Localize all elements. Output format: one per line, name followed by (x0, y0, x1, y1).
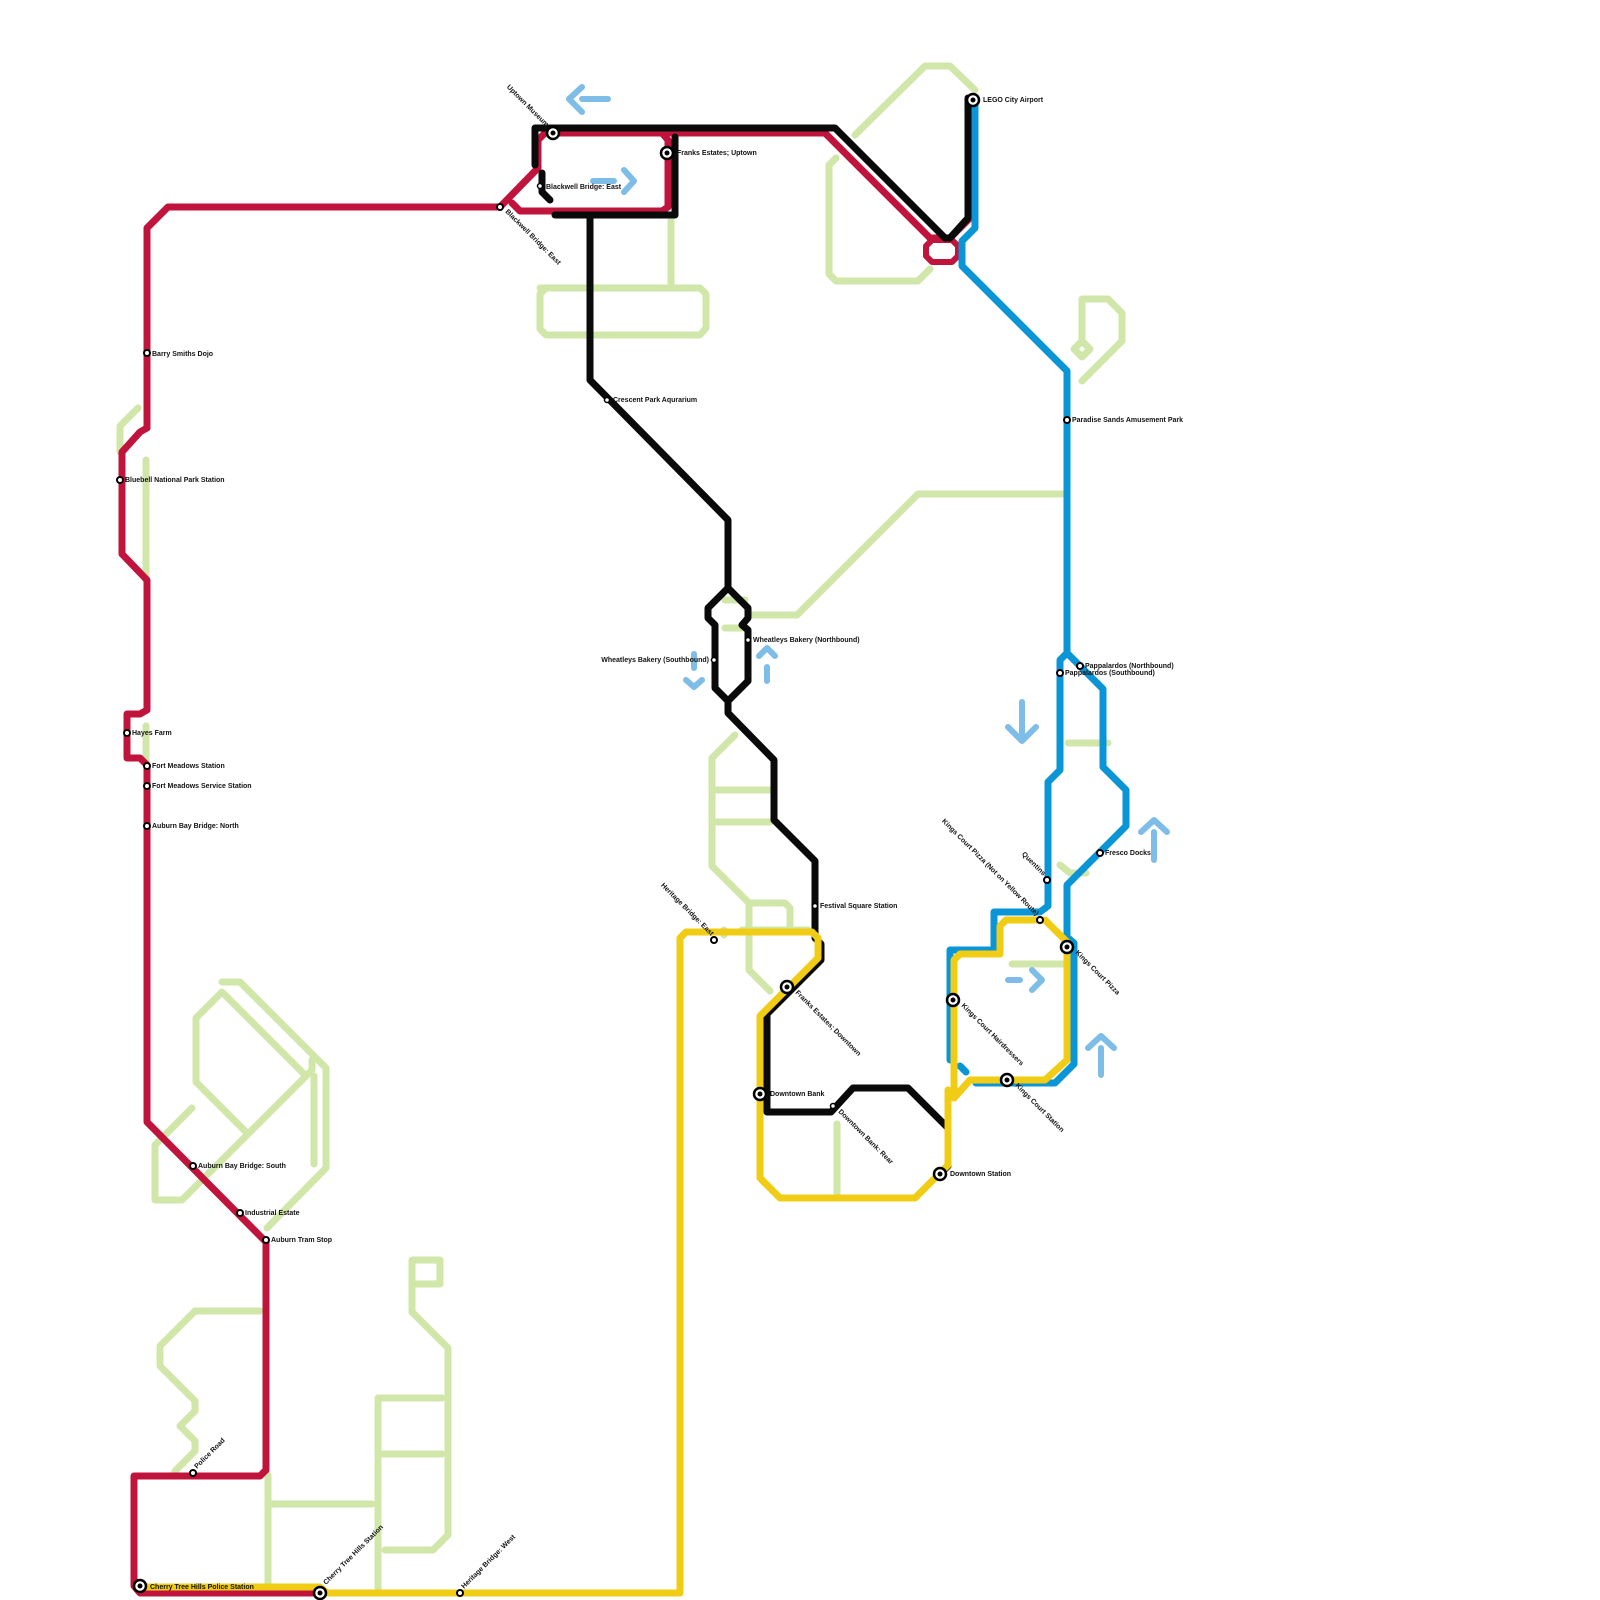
station-fresco-docks[interactable]: Fresco Docks (1096, 849, 1151, 857)
station-pappalardos-northbound[interactable]: Pappalardos (Northbound) (1076, 662, 1174, 670)
station-label: Auburn Bay Bridge: South (198, 1163, 286, 1170)
station-auburn-tram-stop[interactable]: Auburn Tram Stop (262, 1236, 332, 1244)
station-auburn-bay-bridge-south[interactable]: Auburn Bay Bridge: South (189, 1162, 286, 1170)
station-label: Fort Meadows Station (152, 763, 225, 770)
green-paths (116, 62, 1126, 1594)
green-path (536, 215, 710, 339)
arrow-left-icon (566, 84, 611, 115)
station-downtown-bank[interactable]: Downtown Bank (752, 1086, 825, 1102)
station-label: Franks Estates; Uptown (677, 150, 757, 157)
station-kings-court-pizza-not-yellow[interactable]: Kings Court Pizza (Not on Yellow Route) (940, 818, 1044, 924)
station-festival-square[interactable]: Festival Square Station (811, 902, 898, 910)
station-cherry-tree-hills-police[interactable]: Cherry Tree Hills Police Station (132, 1578, 254, 1594)
stations: Uptown Museum Franks Estates; Uptown Bla… (116, 84, 1183, 1600)
station-crescent-park-aquarium[interactable]: Crescent Park Aqurarium (603, 396, 698, 404)
red-line[interactable] (923, 237, 961, 265)
black-line[interactable] (551, 133, 752, 705)
blue-line[interactable] (946, 98, 1071, 1064)
green-path (156, 1307, 264, 1475)
station-label: Festival Square Station (820, 903, 897, 910)
station-barry-smiths-dojo[interactable]: Barry Smiths Dojo (143, 349, 213, 358)
station-label: Bluebell National Park Station (125, 477, 225, 484)
station-fort-meadows-service[interactable]: Fort Meadows Service Station (143, 782, 252, 790)
green-path (825, 154, 934, 285)
station-label: Kings Court Station (1014, 1082, 1065, 1133)
green-path (721, 490, 1070, 632)
station-wheatleys-bakery-southbound[interactable]: Wheatleys Bakery (Southbound) (601, 656, 718, 664)
station-label: Heritage Bridge: West (460, 1533, 517, 1590)
station-label: Wheatleys Bakery (Northbound) (753, 637, 860, 644)
station-cherry-tree-hills[interactable]: Cherry Tree Hills Station (312, 1524, 385, 1600)
station-label: Franks Estates; Downtown (794, 989, 862, 1057)
direction-arrows (566, 84, 1170, 1078)
blue-line[interactable] (956, 1062, 970, 1076)
station-label: Paradise Sands Amusement Park (1072, 417, 1183, 424)
station-label: Fresco Docks (1105, 850, 1151, 857)
arrow-right-icon (1005, 967, 1045, 993)
station-label: Cherry Tree Hills Police Station (150, 1584, 254, 1591)
station-hayes-farm[interactable]: Hayes Farm (123, 729, 172, 737)
station-wheatleys-bakery-northbound[interactable]: Wheatleys Bakery (Northbound) (744, 636, 860, 644)
station-fort-meadows[interactable]: Fort Meadows Station (143, 762, 225, 770)
black-line[interactable] (531, 94, 972, 242)
blue-line[interactable] (972, 649, 1130, 1087)
station-label: Pappalardos (Southbound) (1065, 670, 1155, 677)
station-label: Downtown Station (950, 1171, 1011, 1178)
station-industrial-estate[interactable]: Industrial Estate (236, 1209, 300, 1217)
green-path (264, 1256, 452, 1594)
station-heritage-bridge-west[interactable]: Heritage Bridge: West (456, 1533, 518, 1597)
station-label: Downtown Bank (770, 1091, 825, 1098)
station-lego-city-airport[interactable]: LEGO City Airport (965, 92, 1044, 108)
green-path (851, 62, 979, 139)
station-label: Uptown Museum (505, 84, 550, 129)
station-pappalardos-southbound[interactable]: Pappalardos (Southbound) (1056, 669, 1155, 677)
arrow-up-icon (756, 645, 778, 684)
station-auburn-bay-bridge-north[interactable]: Auburn Bay Bridge: North (143, 822, 239, 830)
arrow-down-icon (683, 651, 705, 690)
red-line[interactable] (508, 129, 672, 215)
station-kings-court-hairdressers[interactable]: Kings Court Hairdressers (945, 992, 1025, 1067)
station-label: LEGO City Airport (983, 97, 1044, 104)
arrow-down-icon (1005, 699, 1039, 744)
station-label: Kings Court Pizza (1074, 949, 1121, 996)
green-path (1070, 295, 1126, 385)
station-label: Crescent Park Aqurarium (613, 397, 697, 404)
green-path (151, 978, 330, 1232)
station-label: Quentins (1020, 851, 1046, 877)
station-label: Auburn Tram Stop (271, 1237, 332, 1244)
station-label: Kings Court Pizza (Not on Yellow Route) (940, 818, 1039, 917)
station-label: Auburn Bay Bridge: North (152, 823, 239, 830)
yellow-line[interactable] (950, 916, 1071, 1102)
station-blackwell-bridge-east-black[interactable]: Blackwell Bridge: East (536, 182, 622, 192)
station-label: Blackwell Bridge: East (546, 184, 622, 191)
station-label: Kings Court Hairdressers (960, 1002, 1025, 1067)
station-franks-estates-uptown[interactable]: Franks Estates; Uptown (659, 145, 757, 161)
arrow-right-icon (590, 167, 637, 195)
green-path (116, 404, 150, 584)
station-bluebell-national-park[interactable]: Bluebell National Park Station (116, 476, 225, 484)
station-label: Pappalardos (Northbound) (1085, 663, 1174, 670)
station-label: Barry Smiths Dojo (152, 351, 213, 358)
station-label: Hayes Farm (132, 730, 172, 737)
station-label: Industrial Estate (245, 1210, 300, 1217)
green-path (708, 731, 812, 995)
station-downtown[interactable]: Downtown Station (932, 1166, 1011, 1182)
station-label: Wheatleys Bakery (Southbound) (601, 657, 709, 664)
arrow-up-icon (1085, 1033, 1117, 1078)
arrow-up-icon (1138, 817, 1170, 863)
station-label: Fort Meadows Service Station (152, 783, 252, 790)
station-label: Downtown Bank: Rear (837, 1108, 895, 1166)
station-paradise-sands[interactable]: Paradise Sands Amusement Park (1063, 416, 1183, 424)
black-line[interactable] (538, 169, 554, 204)
